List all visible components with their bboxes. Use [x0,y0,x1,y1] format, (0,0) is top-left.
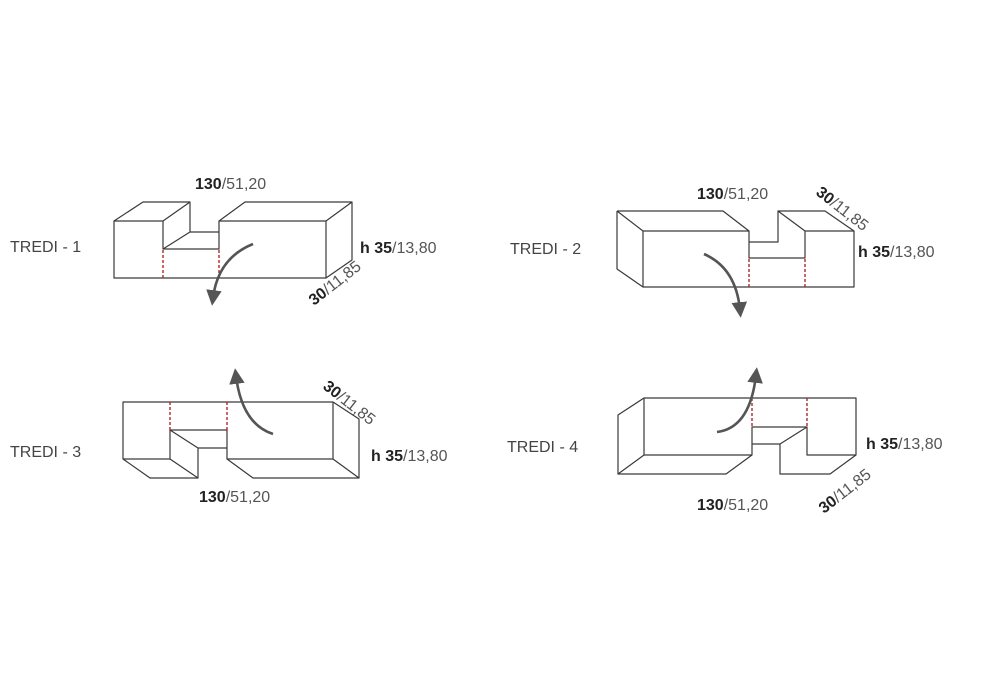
tredi-2-label: TREDI - 2 [510,241,581,258]
tredi-4-width-dimension: 130/51,20 [697,497,768,514]
tredi-4-shape [617,397,857,475]
tredi-4-rotate-arrow-icon [716,367,763,434]
tredi-1-figure: TREDI - 1 130/51,20 h 35/13,80 30/11,85 [10,176,437,309]
tredi-3-depth-dimension: 30/11,85 [320,378,379,429]
tredi-2-fold-lines [748,259,806,287]
tredi-3-label: TREDI - 3 [10,444,81,461]
tredi-2-shape [616,210,855,288]
tredi-3-width-dimension: 130/51,20 [199,489,270,506]
tredi-4-fold-lines [751,398,808,426]
tredi-1-shape [113,201,353,279]
tredi-3-rotate-arrow-icon [229,368,274,436]
tredi-4-label: TREDI - 4 [507,439,578,456]
tredi-1-label: TREDI - 1 [10,239,81,256]
tredi-3-shape [122,401,360,479]
tredi-3-height-dimension: h 35/13,80 [371,448,448,465]
tredi-1-depth-dimension: 30/11,85 [306,258,365,309]
tredi-3-figure: TREDI - 3 30/11,85 h 35/13,80 130/51,20 [10,368,448,506]
tredi-1-height-dimension: h 35/13,80 [360,240,437,257]
tredi-1-fold-lines [162,250,220,278]
tredi-3-fold-lines [169,402,228,430]
tredi-1-width-dimension: 130/51,20 [195,176,266,193]
tredi-2-depth-dimension: 30/11,85 [813,184,872,235]
tredi-4-figure: TREDI - 4 h 35/13,80 130/51,20 30/11,85 [507,367,943,517]
tredi-2-figure: TREDI - 2 130/51,20 30/11,85 h 35/13,80 [510,184,935,318]
tredi-2-height-dimension: h 35/13,80 [858,244,935,261]
tredi-1-rotate-arrow-icon [206,242,254,306]
tredi-2-width-dimension: 130/51,20 [697,186,768,203]
tredi-4-height-dimension: h 35/13,80 [866,436,943,453]
tredi-2-rotate-arrow-icon [703,252,748,318]
